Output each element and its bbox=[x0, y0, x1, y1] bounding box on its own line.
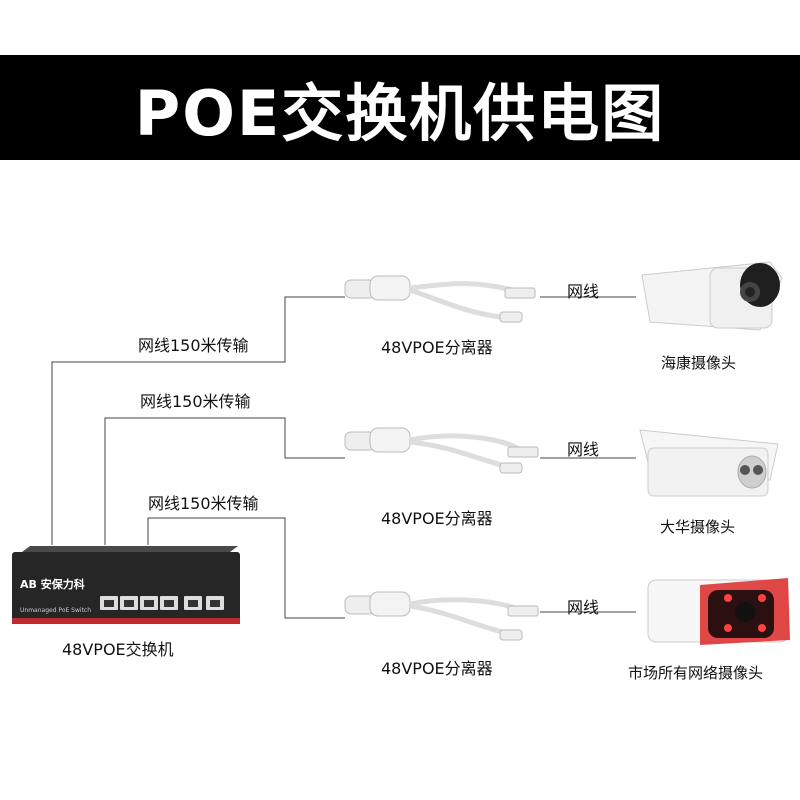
cable-label-1: 网线150米传输 bbox=[138, 336, 249, 355]
splitter-label-1: 48VPOE分离器 bbox=[381, 338, 493, 357]
cable-line-3 bbox=[147, 517, 345, 619]
camera-label-3: 市场所有网络摄像头 bbox=[628, 664, 764, 682]
title-bar: POE交换机供电图 bbox=[0, 55, 800, 160]
splitter-3 bbox=[344, 591, 539, 641]
switch-logo: AB 安保力科 bbox=[20, 577, 85, 591]
camera-3 bbox=[647, 578, 790, 645]
poe-switch: AB 安保力科 Unmanaged PoE Switch bbox=[12, 546, 240, 624]
cable-line-1 bbox=[51, 296, 345, 545]
cable-label-2: 网线150米传输 bbox=[140, 392, 251, 411]
cable-line-2 bbox=[104, 417, 345, 545]
camera-1 bbox=[641, 261, 783, 331]
short-cable-label-2: 网线 bbox=[567, 440, 600, 459]
page-title: POE交换机供电图 bbox=[134, 76, 666, 150]
splitter-2 bbox=[344, 427, 539, 474]
switch-subtitle: Unmanaged PoE Switch bbox=[20, 607, 91, 614]
camera-label-2: 大华摄像头 bbox=[660, 518, 736, 536]
splitter-label-3: 48VPOE分离器 bbox=[381, 659, 493, 678]
camera-label-1: 海康摄像头 bbox=[661, 354, 737, 372]
camera-2 bbox=[639, 429, 779, 497]
splitter-label-2: 48VPOE分离器 bbox=[381, 509, 493, 528]
switch-label: 48VPOE交换机 bbox=[62, 640, 174, 659]
wiring bbox=[51, 296, 636, 619]
splitter-1 bbox=[344, 275, 536, 323]
short-cable-label-3: 网线 bbox=[567, 598, 600, 617]
short-cable-label-1: 网线 bbox=[567, 282, 600, 301]
cable-label-3: 网线150米传输 bbox=[148, 494, 259, 513]
